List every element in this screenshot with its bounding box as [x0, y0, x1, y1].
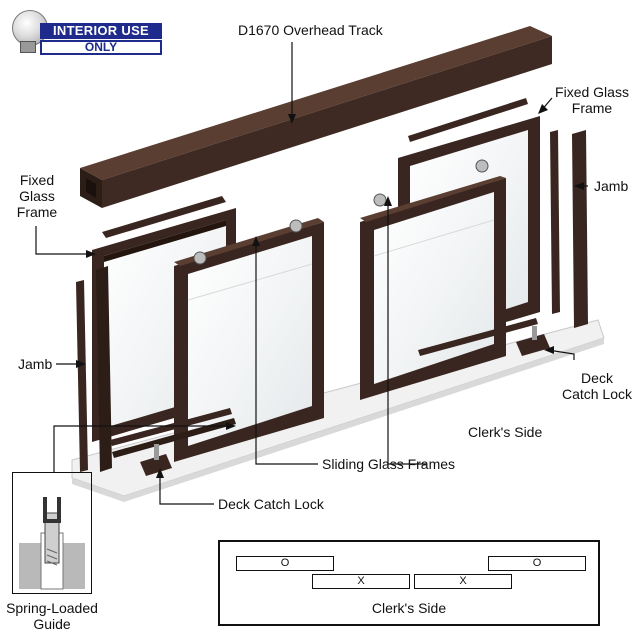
label-spring-loaded-guide: Spring-Loaded Guide	[6, 600, 98, 632]
spring-loaded-guide-inset	[12, 472, 92, 594]
left-jamb-edge	[96, 266, 112, 472]
label-jamb-left: Jamb	[18, 356, 53, 372]
left-jamb	[76, 280, 88, 472]
right-jamb-2	[572, 130, 588, 328]
label-deck-catch-lock-bottom: Deck Catch Lock	[218, 496, 324, 512]
right-sliding-glass-frame	[360, 159, 506, 400]
label-sliding-glass-frames: Sliding Glass Frames	[322, 456, 456, 472]
interior-use-badge: INTERIOR USE ONLY	[10, 8, 162, 56]
right-jamb-1	[550, 130, 560, 314]
leader-arrowheads	[76, 104, 584, 478]
left-top-rail	[102, 196, 226, 238]
label-deck-catch-lock-right: Deck Catch Lock	[561, 370, 633, 402]
label-overhead-track: D1670 Overhead Track	[238, 22, 383, 38]
pane-fixed-left: O	[236, 556, 334, 571]
bulb-base-icon	[20, 41, 36, 53]
right-top-rail	[408, 98, 528, 142]
pane-sliding-right: X	[414, 574, 512, 589]
pane-layout-diagram: O X X O Clerk's Side	[218, 540, 600, 626]
leader-lines	[35, 42, 588, 505]
badge-line-2: ONLY	[40, 40, 162, 55]
overhead-track	[80, 26, 552, 208]
label-clerks-side: Clerk's Side	[468, 424, 543, 440]
right-bottom-rail	[418, 318, 538, 356]
left-sliding-glass-frame	[174, 218, 324, 462]
label-jamb-right: Jamb	[594, 178, 629, 194]
badge-line-1: INTERIOR USE	[40, 23, 162, 39]
label-fixed-glass-frame-right: Fixed Glass Frame	[555, 84, 629, 116]
pane-sliding-left: X	[312, 574, 410, 589]
pane-fixed-right: O	[488, 556, 586, 571]
spring-loaded-guide-detail	[19, 497, 85, 590]
label-fixed-glass-frame-left: Fixed Glass Frame	[16, 172, 58, 220]
layout-caption: Clerk's Side	[371, 600, 447, 616]
left-bottom-rail-2	[112, 418, 236, 458]
left-deck-catch-lock	[140, 444, 172, 476]
left-bottom-rail	[110, 408, 232, 446]
right-deck-catch-lock	[516, 326, 550, 356]
